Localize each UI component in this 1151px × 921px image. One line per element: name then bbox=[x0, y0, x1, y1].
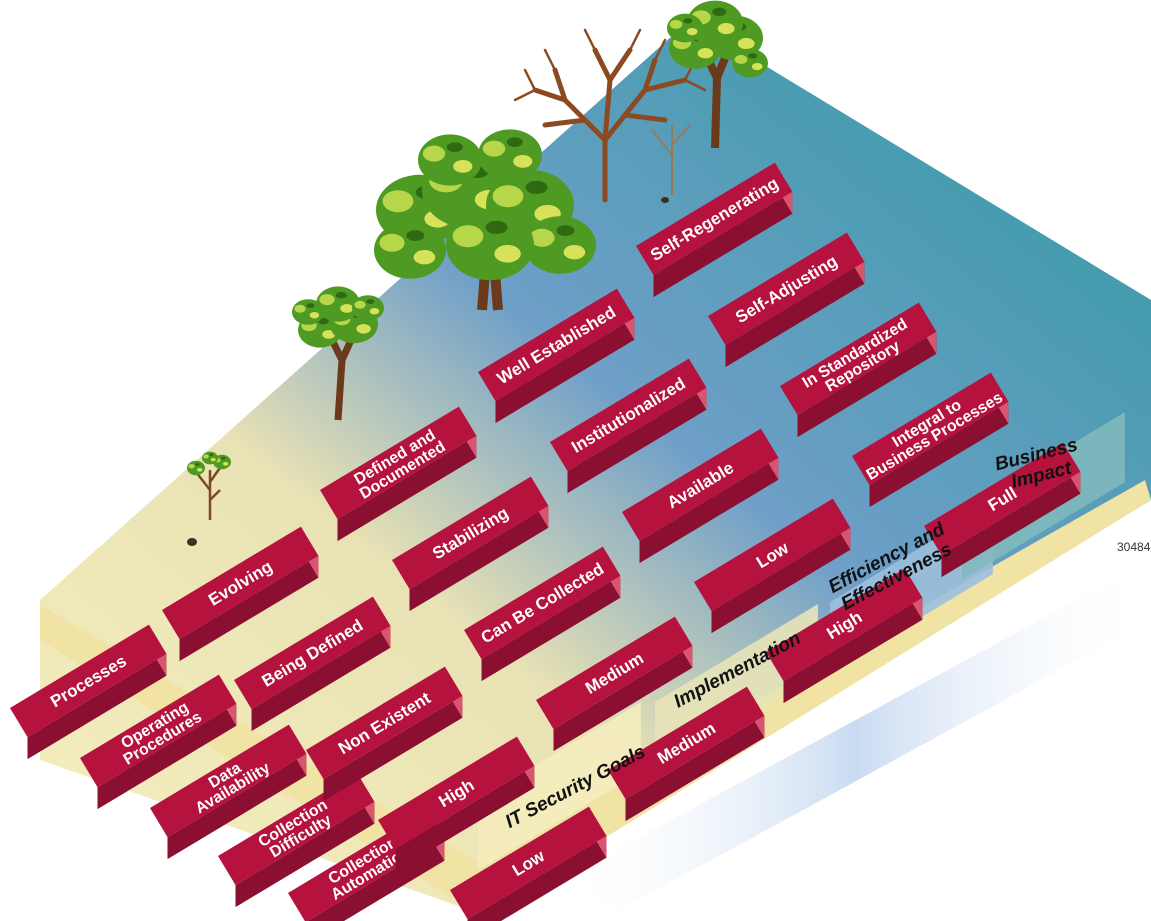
level-impact-4-side bbox=[869, 401, 1009, 508]
level-implementation-5-top bbox=[608, 686, 765, 800]
level-goals-5-top bbox=[450, 806, 607, 920]
level-efficiency-1-side bbox=[495, 317, 635, 424]
level-goals-4: High bbox=[378, 736, 535, 872]
row-data-availability-side bbox=[167, 753, 307, 860]
level-efficiency-4-top bbox=[694, 498, 851, 612]
level-impact-4-top bbox=[852, 372, 1009, 486]
level-impact-5: Full bbox=[924, 442, 1081, 578]
thin-tree-icon bbox=[651, 124, 691, 195]
small-tree-icon bbox=[292, 286, 384, 421]
level-goals-3-top bbox=[306, 666, 463, 780]
level-efficiency-4: Low bbox=[694, 498, 851, 634]
sapling-icon bbox=[187, 451, 231, 546]
row-processes-side bbox=[27, 653, 167, 760]
level-implementation-4-top bbox=[536, 616, 693, 730]
level-impact-5-top bbox=[924, 442, 1081, 556]
level-implementation-3-side bbox=[481, 575, 621, 682]
figure-id: 30484 bbox=[1117, 540, 1151, 554]
level-implementation-3-top bbox=[464, 546, 621, 660]
level-impact-1-side bbox=[653, 191, 793, 298]
level-goals-2-top bbox=[234, 596, 391, 710]
level-goals-4-top bbox=[378, 736, 535, 850]
row-data-availability-top bbox=[150, 724, 307, 838]
level-efficiency-2-top bbox=[550, 358, 707, 472]
row-collection-difficulty-side bbox=[235, 801, 375, 908]
level-efficiency-3-top bbox=[622, 428, 779, 542]
level-goals-2-side bbox=[251, 625, 391, 732]
level-efficiency-2-side bbox=[567, 387, 707, 494]
level-implementation-4-side bbox=[553, 645, 693, 752]
level-goals-4-side bbox=[395, 765, 535, 872]
label-strips: ProcessesOperatingProceduresDataAvailabi… bbox=[10, 162, 1081, 921]
level-implementation-2-side bbox=[409, 505, 549, 612]
tall-tree-icon bbox=[667, 0, 768, 149]
level-impact-2-side bbox=[725, 261, 865, 368]
level-implementation-2-top bbox=[392, 476, 549, 590]
level-goals-1-side bbox=[179, 555, 319, 662]
ground-shadow bbox=[560, 560, 1151, 910]
level-implementation-1-top bbox=[320, 406, 477, 520]
level-implementation-5-side bbox=[625, 715, 765, 822]
level-impact-3-top bbox=[780, 302, 937, 416]
level-impact-5-side bbox=[941, 471, 1081, 578]
level-goals-3-side bbox=[323, 695, 463, 802]
level-impact-3-side bbox=[797, 331, 937, 438]
level-implementation-1-side bbox=[337, 435, 477, 542]
level-implementation-4: Medium bbox=[536, 616, 693, 752]
level-efficiency-5: High bbox=[766, 568, 923, 704]
level-goals-1-top bbox=[162, 526, 319, 640]
level-impact-1-top bbox=[636, 162, 793, 276]
row-operating-procedures-side bbox=[97, 703, 237, 810]
level-implementation-5: Medium bbox=[608, 686, 765, 822]
row-collection-difficulty-top bbox=[218, 772, 375, 886]
level-efficiency-1: Well Established bbox=[478, 288, 635, 424]
row-processes: Processes bbox=[10, 624, 167, 760]
level-goals-1: Evolving bbox=[162, 526, 319, 662]
row-processes-top bbox=[10, 624, 167, 738]
bare-tree-icon bbox=[513, 28, 707, 203]
level-efficiency-5-top bbox=[766, 568, 923, 682]
trees bbox=[187, 0, 768, 546]
level-efficiency-5-side bbox=[783, 597, 923, 704]
level-goals-5-side bbox=[467, 835, 607, 921]
level-goals-5: Low bbox=[450, 806, 607, 921]
row-operating-procedures-top bbox=[80, 674, 237, 788]
level-efficiency-4-side bbox=[711, 527, 851, 634]
phase-riser bbox=[478, 702, 641, 870]
bushy-tree-icon bbox=[374, 129, 596, 311]
level-efficiency-3-side bbox=[639, 457, 779, 564]
row-collection-automation-side bbox=[307, 838, 445, 921]
level-efficiency-1-top bbox=[478, 288, 635, 402]
level-impact-2-top bbox=[708, 232, 865, 346]
